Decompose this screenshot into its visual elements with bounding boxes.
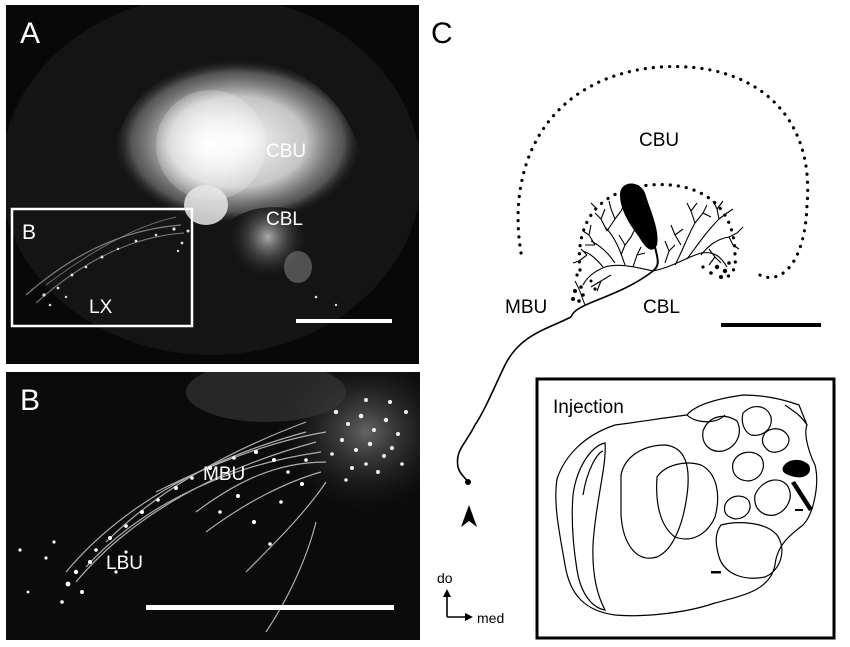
panel-letter-b: B <box>20 384 41 417</box>
orientation-axes-icon <box>443 589 473 621</box>
label-mbu: MBU <box>505 297 548 318</box>
label-cbl: CBL <box>266 209 303 230</box>
panel-b: B MBU LBU <box>6 372 420 640</box>
panel-a: A CBU CBL LX B <box>6 5 419 364</box>
arrowhead-icon <box>461 505 477 527</box>
panel-letter-c: C <box>431 17 453 50</box>
scale-bar <box>721 323 821 327</box>
scale-bar <box>296 319 392 323</box>
panel-b-micrograph <box>18 372 420 633</box>
panel-c-drawing <box>443 64 836 640</box>
axis-label-medial: med <box>477 610 505 626</box>
inset-title-injection: Injection <box>553 397 624 418</box>
axis-label-dorsal: do <box>437 570 453 586</box>
label-cbl: CBL <box>643 297 680 318</box>
panel-letter-a: A <box>20 17 41 50</box>
label-mbu: MBU <box>203 464 246 485</box>
panel-c: C CBU MBU CBL Injection do med <box>425 5 845 642</box>
scale-bar <box>146 605 394 610</box>
label-cbu: CBU <box>266 141 307 162</box>
inset-box-b <box>10 207 194 328</box>
panel-a-micrograph <box>6 5 419 355</box>
label-lx: LX <box>89 297 113 318</box>
inset-letter-b: B <box>22 221 37 244</box>
label-lbu: LBU <box>106 553 143 574</box>
label-cbu: CBU <box>639 130 680 151</box>
